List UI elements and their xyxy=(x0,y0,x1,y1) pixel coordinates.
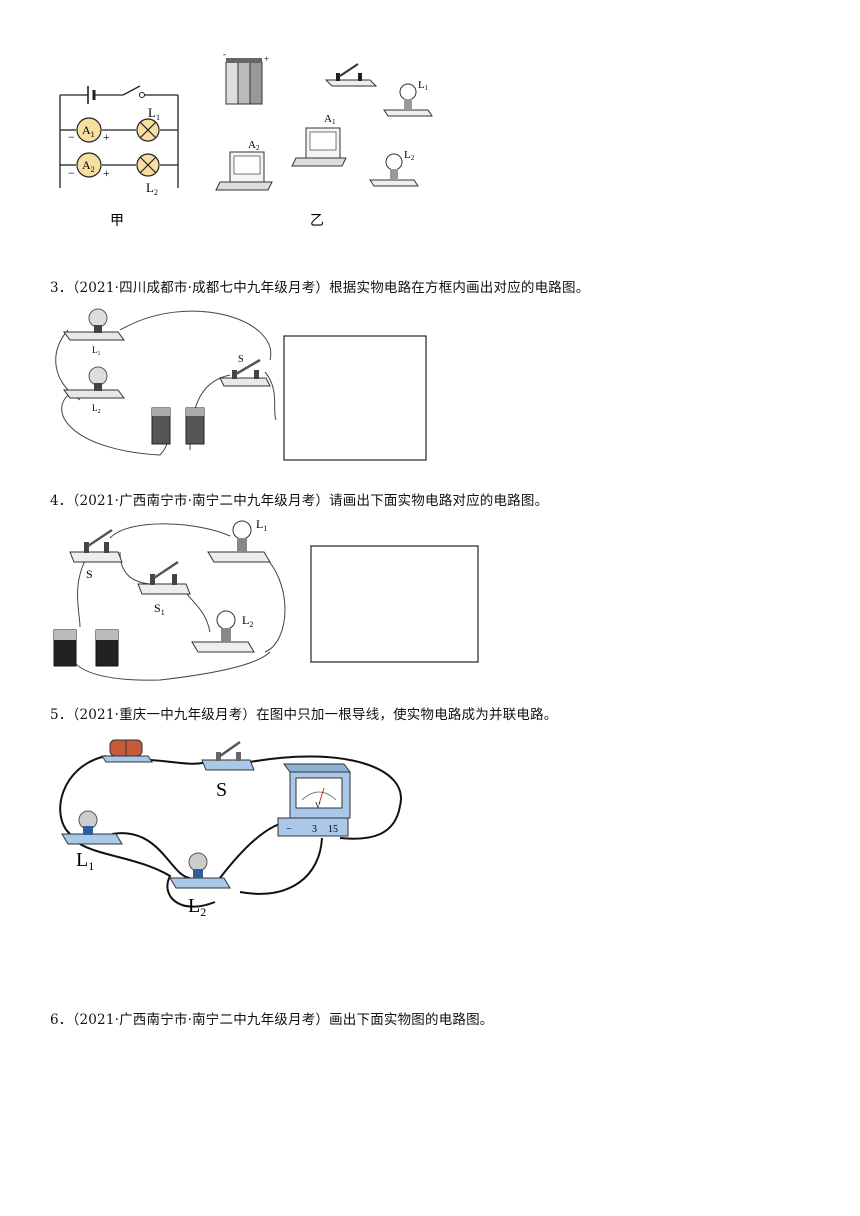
question-text: （2021·重庆一中九年级月考）在图中只加一根导线，使实物电路成为并联电路。 xyxy=(72,707,558,723)
bulb-l2-icon: L2 xyxy=(169,852,231,919)
question-number: 3． xyxy=(50,280,73,296)
question-3: 3．（2021·四川成都市·成都七中九年级月考）根据实物电路在方框内画出对应的电… xyxy=(50,276,589,296)
circuit-diagram-jia xyxy=(59,85,179,188)
svg-text:A2: A2 xyxy=(248,139,260,152)
svg-text:S: S xyxy=(238,354,244,365)
a1-minus-sign: − xyxy=(68,130,75,144)
question-number: 5． xyxy=(50,707,73,723)
a2-label: A2 xyxy=(82,158,95,174)
a2-minus-sign: − xyxy=(68,166,75,180)
ammeter-a1-component-icon: A1 xyxy=(291,113,347,167)
battery-cells-icon xyxy=(151,407,205,445)
bulb-l1-component-icon: L1 xyxy=(383,79,433,117)
bulb-l2-icon: L2 xyxy=(63,366,125,415)
answer-box-q4 xyxy=(310,545,479,663)
svg-text:A1: A1 xyxy=(324,113,336,126)
switch-contact-icon xyxy=(139,92,145,98)
a1-label: A1 xyxy=(82,123,95,139)
top-circuit-figure: A1 A2 − + − + L1 L2 甲 - + L1 A2 A1 xyxy=(59,49,433,229)
figure-q3: L1 L2 S xyxy=(55,308,427,461)
lamp-l2-symbol-icon xyxy=(136,153,160,177)
bulb-l1-icon: L1 xyxy=(63,308,125,357)
l1-label: L1 xyxy=(148,105,160,122)
question-number: 4． xyxy=(50,493,73,509)
question-text: （2021·广西南宁市·南宁二中九年级月考）请画出下面实物电路对应的电路图。 xyxy=(72,493,549,509)
switch-component-icon xyxy=(324,63,378,87)
voltmeter-icon: V − 3 15 xyxy=(277,763,351,837)
switch-s-icon: S xyxy=(219,354,271,387)
switch-s-icon: S xyxy=(69,528,123,581)
svg-text:L1: L1 xyxy=(418,79,429,92)
svg-text:-: - xyxy=(223,49,226,59)
question-5: 5．（2021·重庆一中九年级月考）在图中只加一根导线，使实物电路成为并联电路。 xyxy=(50,703,558,723)
svg-text:V: V xyxy=(315,801,321,810)
svg-text:+: + xyxy=(264,54,269,64)
lamp-l1-symbol-icon xyxy=(136,118,160,142)
svg-text:L1: L1 xyxy=(92,345,101,357)
svg-text:L1: L1 xyxy=(256,517,267,533)
battery-pack-icon: - + xyxy=(223,49,269,105)
svg-text:L2: L2 xyxy=(188,895,206,919)
bulb-l1-icon: L1 xyxy=(61,810,123,873)
question-text: （2021·四川成都市·成都七中九年级月考）根据实物电路在方框内画出对应的电路图… xyxy=(72,280,590,296)
switch-s-icon: S xyxy=(201,740,255,801)
a2-plus-sign: + xyxy=(103,166,110,180)
ammeter-a2-component-icon: A2 xyxy=(215,139,273,191)
svg-text:15: 15 xyxy=(328,824,338,835)
svg-text:3: 3 xyxy=(312,824,317,835)
question-text: （2021·广西南宁市·南宁二中九年级月考）画出下面实物图的电路图。 xyxy=(72,1012,494,1028)
ammeter-a1-icon xyxy=(76,117,102,143)
svg-text:−: − xyxy=(286,824,292,835)
bulb-l2-component-icon: L2 xyxy=(369,149,419,187)
question-4: 4．（2021·广西南宁市·南宁二中九年级月考）请画出下面实物电路对应的电路图。 xyxy=(50,489,548,509)
question-6: 6．（2021·广西南宁市·南宁二中九年级月考）画出下面实物图的电路图。 xyxy=(50,1008,494,1028)
bulb-l2-icon: L2 xyxy=(191,610,255,653)
bulb-l1-icon: L1 xyxy=(207,517,271,563)
figure-q4: S S1 L1 L2 xyxy=(53,517,479,681)
svg-text:S: S xyxy=(86,567,93,581)
caption-jia: 甲 xyxy=(110,214,124,229)
question-number: 6． xyxy=(50,1012,73,1028)
answer-box-q3 xyxy=(283,335,427,461)
figure-q5: S L1 L2 V − 3 15 xyxy=(59,739,402,919)
battery-cells-icon xyxy=(53,629,119,667)
svg-text:S: S xyxy=(216,779,227,801)
svg-text:L2: L2 xyxy=(404,149,415,162)
l2-label: L2 xyxy=(146,180,158,197)
caption-yi: 乙 xyxy=(310,213,324,229)
svg-text:L2: L2 xyxy=(92,403,101,415)
svg-text:S1: S1 xyxy=(154,601,165,617)
switch-s1-icon: S1 xyxy=(137,560,191,617)
svg-text:L2: L2 xyxy=(242,613,253,629)
a1-plus-sign: + xyxy=(103,130,110,144)
battery-holder-icon xyxy=(101,739,153,763)
svg-text:L1: L1 xyxy=(76,849,94,873)
ammeter-a2-icon xyxy=(76,152,102,178)
